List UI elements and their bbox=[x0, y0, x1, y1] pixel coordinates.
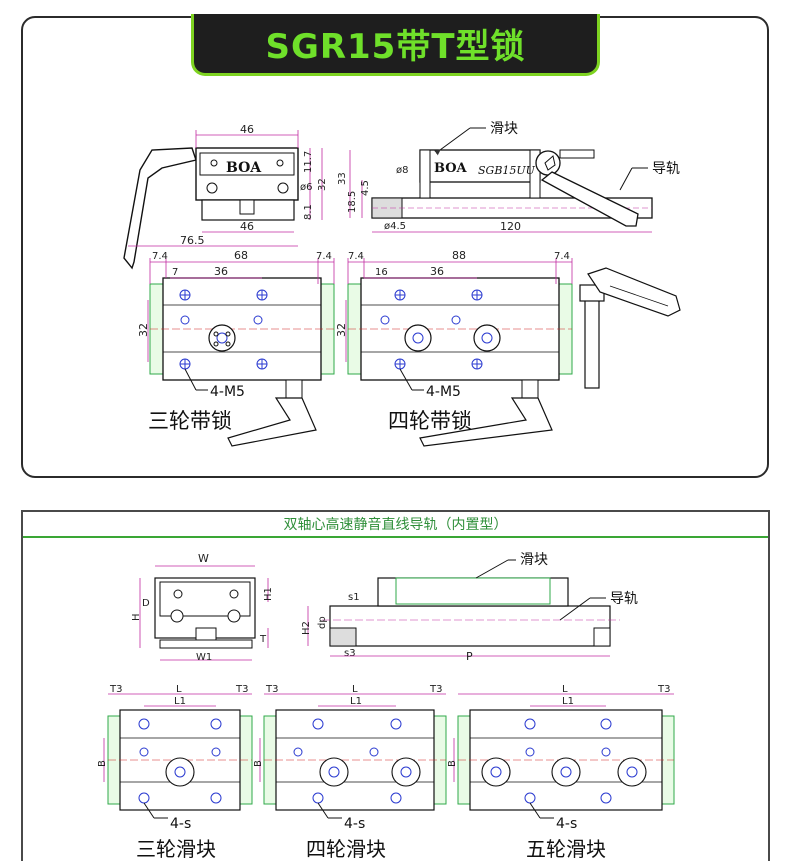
top-three-wheel-view: 7.4 68 7.4 7 36 32 4-M5 三轮带锁 bbox=[137, 249, 335, 447]
holes-label-4: 4-M5 bbox=[426, 384, 461, 400]
dim-l-5: L bbox=[562, 684, 568, 695]
dim-l1-3: L1 bbox=[174, 696, 186, 707]
dim-p-b: P bbox=[466, 650, 473, 663]
caption-four-wheel-lock: 四轮带锁 bbox=[388, 409, 472, 433]
bottom-four-wheel-view: T3 L T3 L1 B 4-s 四轮滑块 bbox=[253, 684, 447, 861]
dim-t-left: 7.4 bbox=[152, 251, 168, 262]
slider-label: 滑块 bbox=[490, 120, 518, 137]
page-title: SGR15带T型锁 bbox=[265, 27, 526, 67]
dim-l-3: L bbox=[176, 684, 182, 695]
top-side-view: BOA SGB15UU 滑块 导轨 ø8 33 18.5 4.5 ø4.5 12… bbox=[337, 120, 680, 233]
caption-three-wheel: 三轮滑块 bbox=[136, 837, 216, 861]
dim-t3b-4: T3 bbox=[429, 684, 442, 695]
caption-three-wheel-lock: 三轮带锁 bbox=[148, 409, 232, 433]
dim-e1-b: s1 bbox=[348, 592, 360, 603]
dim-h1: 11.7 bbox=[303, 151, 314, 173]
dim-d1: ø8 bbox=[396, 165, 408, 176]
top-four-wheel-view: 7.4 88 7.4 16 36 32 4-M5 四轮带锁 bbox=[335, 249, 573, 447]
sgr15-panel bbox=[21, 16, 769, 478]
slider-label-b: 滑块 bbox=[520, 551, 548, 568]
rail-label: 导轨 bbox=[652, 161, 680, 177]
caption-four-wheel: 四轮滑块 bbox=[306, 837, 386, 861]
holes-label-5: 4-s bbox=[556, 816, 577, 832]
dim-t-right-4: 7.4 bbox=[554, 251, 570, 262]
bottom-side-view: 滑块 导轨 H2 dp s1 s3 P bbox=[301, 551, 638, 663]
dim-b-3: B bbox=[97, 760, 108, 767]
dim-hole: ø4.5 bbox=[384, 221, 406, 232]
dim-h2: 32 bbox=[317, 178, 328, 191]
holes-label-4b: 4-s bbox=[344, 816, 365, 832]
title-banner: SGR15带T型锁 bbox=[191, 14, 600, 76]
dim-off: 7 bbox=[172, 267, 178, 278]
dim-h1-b: H1 bbox=[263, 587, 274, 601]
top-front-view: BOA 46 11.7 32 ø6 8.1 46 76.5 bbox=[123, 123, 328, 270]
dim-l1-4: L1 bbox=[350, 696, 362, 707]
dim-h-total: 33 bbox=[337, 172, 348, 185]
bottom-five-wheel-view: L T3 L1 B 4-s 五轮滑块 bbox=[447, 684, 675, 861]
dim-h-4: 32 bbox=[335, 323, 348, 337]
lock-handle-illustration bbox=[579, 267, 681, 389]
dim-base-width: 46 bbox=[240, 220, 254, 233]
panel-header: 双轴心高速静音直线导轨（内置型） bbox=[23, 512, 768, 538]
dim-t3a-3: T3 bbox=[109, 684, 122, 695]
dim-e2-b: s3 bbox=[344, 648, 356, 659]
dim-h-rail: 18.5 bbox=[347, 191, 358, 213]
dim-l1-5: L1 bbox=[562, 696, 574, 707]
boa-logo: BOA bbox=[226, 160, 262, 176]
dim-off-4: 16 bbox=[375, 267, 388, 278]
dim-t-right: 7.4 bbox=[316, 251, 332, 262]
dim-pitch: 36 bbox=[214, 265, 228, 278]
dim-h-b: H bbox=[131, 613, 142, 621]
rail-label-b: 导轨 bbox=[610, 591, 638, 607]
dim-t3a-4: T3 bbox=[265, 684, 278, 695]
dim-t3b-5: T3 bbox=[657, 684, 670, 695]
side-logo: BOA bbox=[434, 161, 468, 176]
dim-h3: 8.1 bbox=[303, 204, 314, 220]
dim-t-left-4: 7.4 bbox=[348, 251, 364, 262]
dim-t3b-3: T3 bbox=[235, 684, 248, 695]
holes-label: 4-M5 bbox=[210, 384, 245, 400]
bottom-front-view: W H1 H D T W1 bbox=[131, 552, 274, 663]
dim-l-4: L bbox=[352, 684, 358, 695]
dim-overall: 76.5 bbox=[180, 234, 205, 247]
dim-d-b: D bbox=[142, 598, 150, 609]
holes-label-3: 4-s bbox=[170, 816, 191, 832]
model-label: SGB15UU bbox=[478, 164, 536, 177]
dim-h-mid: 4.5 bbox=[360, 180, 371, 196]
dim-w: W bbox=[198, 552, 209, 565]
dim-dp-b: dp bbox=[317, 616, 328, 629]
dim-t-b: T bbox=[259, 634, 267, 645]
panel-header-title: 双轴心高速静音直线导轨（内置型） bbox=[283, 517, 508, 533]
dim-w1-b: W1 bbox=[196, 652, 212, 663]
bottom-three-wheel-view: T3 L T3 L1 B 4-s 三轮滑块 bbox=[97, 684, 253, 861]
dim-rail-len: 120 bbox=[500, 220, 521, 233]
dim-dia: ø6 bbox=[300, 182, 312, 193]
dim-len-4: 88 bbox=[452, 249, 466, 262]
dim-width: 46 bbox=[240, 123, 254, 136]
dim-h2-b: H2 bbox=[301, 621, 312, 635]
caption-five-wheel: 五轮滑块 bbox=[526, 837, 606, 861]
dim-b-4: B bbox=[253, 760, 264, 767]
dim-b-5: B bbox=[447, 760, 458, 767]
dim-pitch-4: 36 bbox=[430, 265, 444, 278]
dim-len: 68 bbox=[234, 249, 248, 262]
dim-h: 32 bbox=[137, 323, 150, 337]
